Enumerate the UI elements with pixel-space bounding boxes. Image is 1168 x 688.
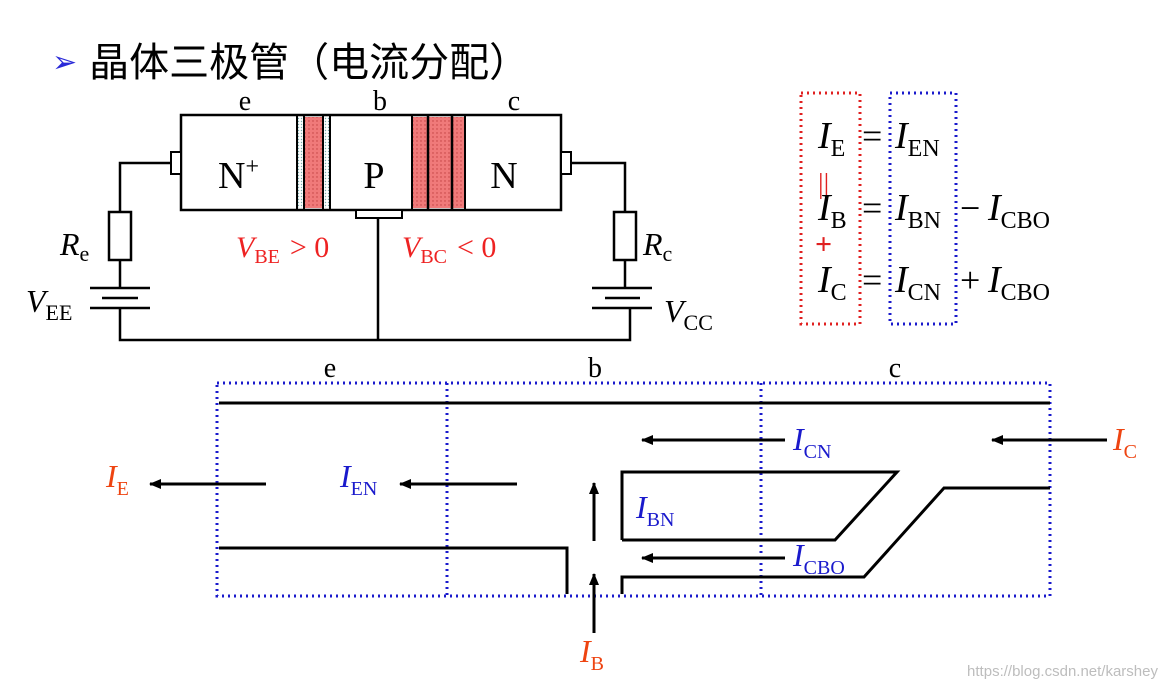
flow-region-b: b — [588, 353, 602, 384]
eq-icbo: ICBO — [987, 259, 1050, 306]
label-vcc: VCC — [664, 293, 713, 335]
eq-vertical-equals: || — [818, 169, 829, 200]
emitter-contact — [170, 151, 182, 175]
eq-ie: IE — [817, 115, 845, 162]
label-vbc-condition: VBC< 0 — [402, 231, 496, 268]
ground-wire — [118, 308, 632, 342]
external-circuit — [90, 161, 652, 342]
current-flow-diagram: e b c IE — [105, 353, 1137, 675]
eq-equals: = — [862, 188, 882, 228]
label-vee: VEE — [26, 283, 72, 325]
terminal-b-label: b — [373, 86, 387, 117]
dotted-box-left-terms — [799, 91, 862, 326]
terminal-e-label: e — [239, 86, 251, 117]
label-vbe-condition: VBE> 0 — [236, 231, 329, 268]
title-text: 晶体三极管（电流分配） — [89, 40, 530, 86]
eq-ib: IB — [817, 187, 847, 234]
terminal-c-label: c — [508, 86, 520, 117]
eq-equals: = — [862, 116, 882, 156]
flow-region-c: c — [889, 353, 901, 384]
flow-ibn-loop — [620, 470, 901, 542]
eq-ien: IEN — [894, 115, 940, 162]
emitter-wire — [118, 161, 171, 212]
eq-ic: IC — [817, 259, 847, 306]
flow-collector-bottom-line — [620, 486, 1050, 594]
emitter-junction-depletion — [304, 117, 323, 208]
emitter-junction-depletion-left — [297, 117, 304, 208]
collector-wire — [571, 161, 627, 212]
equations-panel: IE = IEN || IB = IBN − ICBO + IC = ICN +… — [799, 91, 1050, 326]
base-contact — [355, 209, 403, 219]
eq-red-plus: + — [815, 228, 832, 261]
eq-minus: − — [960, 188, 980, 228]
flow-label-icbo: ICBO — [792, 537, 845, 579]
flow-region-e: e — [324, 353, 336, 384]
region-emitter-label: N+ — [218, 154, 259, 197]
label-rc: Rc — [642, 226, 673, 266]
dotted-box-n-terms — [888, 91, 958, 326]
transistor-structure: e b c N+ P N — [170, 86, 572, 219]
slide-title: ➢ 晶体三极管（电流分配） — [52, 30, 529, 88]
resistor-rc — [612, 210, 638, 262]
region-collector-label: N — [490, 155, 517, 197]
eq-equals: = — [862, 260, 882, 300]
flow-label-icn: ICN — [792, 421, 831, 463]
flow-label-ic: IC — [1112, 421, 1137, 463]
flow-label-ien: IEN — [339, 458, 377, 500]
bullet-arrow-icon: ➢ — [52, 45, 78, 80]
eq-icn: ICN — [894, 259, 941, 306]
watermark: https://blog.csdn.net/karshey — [967, 663, 1158, 680]
emitter-junction-depletion-right — [323, 117, 330, 208]
collector-junction-depletion — [412, 117, 465, 208]
collector-contact — [560, 151, 572, 175]
label-re: Re — [59, 226, 89, 266]
eq-icbo: ICBO — [987, 187, 1050, 234]
flow-emitter-bottom-line — [219, 546, 569, 594]
eq-plus: + — [960, 260, 980, 300]
eq-ibn: IBN — [894, 187, 941, 234]
flow-label-ib: IB — [579, 633, 604, 675]
flow-label-ie: IE — [105, 458, 129, 500]
resistor-re — [107, 210, 133, 262]
region-base-label: P — [363, 155, 384, 197]
flow-label-ibn: IBN — [635, 489, 674, 531]
